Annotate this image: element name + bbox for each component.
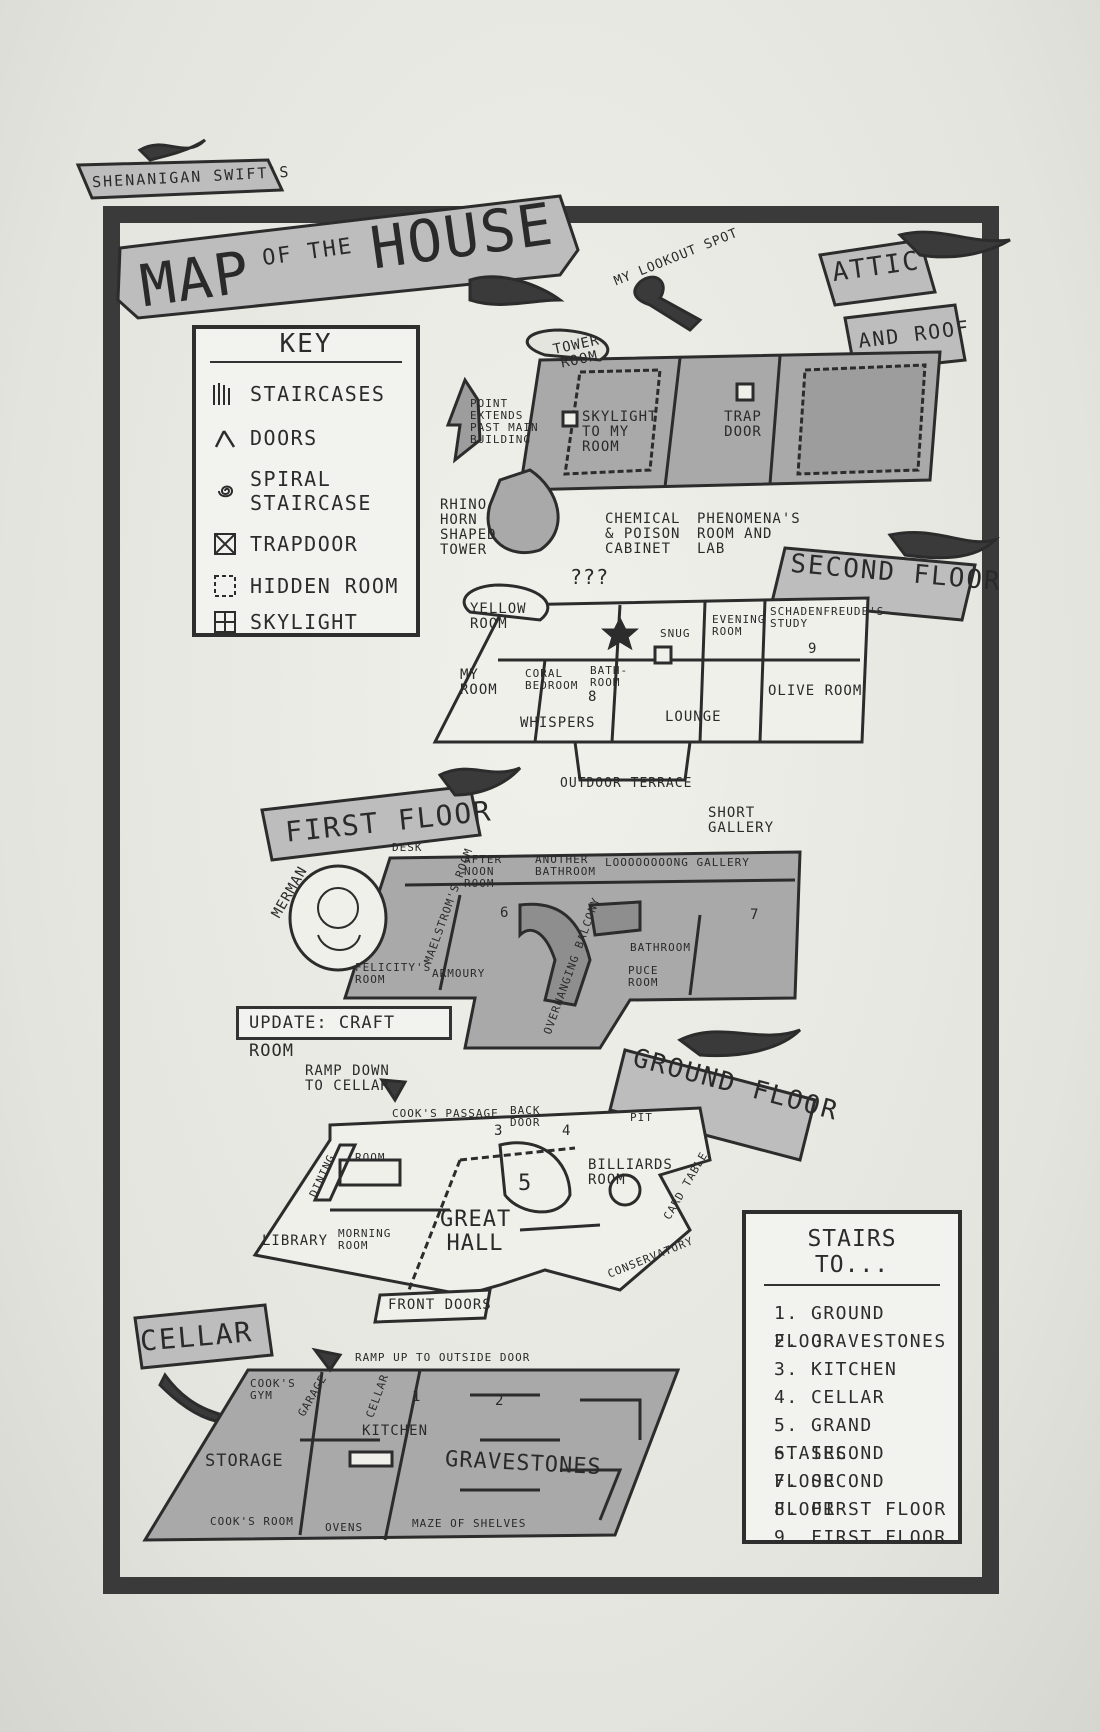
room-room: ROOM [355, 1151, 386, 1164]
key-label: SKYLIGHT [250, 610, 359, 634]
room-coral: CORAL BEDROOM [525, 667, 579, 692]
ground-floor-banner [608, 1028, 817, 1162]
question-marks: ??? [570, 565, 610, 589]
cellar-plan [142, 1347, 681, 1542]
room-cooks-room: COOK'S ROOM [210, 1515, 294, 1528]
key-label: DOORS [250, 426, 318, 450]
stairs-to-list: 1. GROUND FLOOR 2. GRAVESTONES 3. KITCHE… [774, 1300, 958, 1552]
stairs-to-item: 1. GROUND FLOOR [774, 1303, 886, 1352]
room-back-door: BACK DOOR [510, 1104, 541, 1129]
front-doors-label: FRONT DOORS [388, 1297, 492, 1313]
ramp-down-label: RAMP DOWN TO CELLAR [305, 1063, 390, 1094]
stairs-to-item: 5. GRAND STAIRS [774, 1415, 873, 1464]
stair-number-1: 1 [412, 1389, 422, 1405]
room-pit: PIT [630, 1111, 653, 1124]
room-morning: MORNING ROOM [338, 1227, 392, 1252]
stair-number-9: 9 [808, 641, 818, 657]
room-evening: EVENING ROOM [712, 613, 766, 638]
key-row-hidden-room: HIDDEN ROOM [210, 571, 399, 601]
first-floor-banner [260, 766, 522, 862]
stair-number-2: 2 [495, 1393, 505, 1409]
room-short-gallery: SHORT GALLERY [708, 805, 775, 836]
key-row-skylight: SKYLIGHT [210, 607, 358, 637]
room-bathroom-2f: BATH- ROOM [590, 664, 629, 689]
trapdoor-icon [214, 533, 236, 555]
chemical-cabinet-label: CHEMICAL & POISON CABINET [605, 511, 681, 557]
room-puce: PUCE ROOM [628, 964, 659, 989]
key-row-trapdoor: TRAPDOOR [210, 529, 358, 559]
second-floor-plan [432, 583, 870, 782]
stairs-to-item: 8. FIRST FLOOR [774, 1499, 947, 1520]
stair-number-4: 4 [562, 1123, 572, 1139]
room-great-hall: GREAT HALL [440, 1207, 512, 1256]
room-afternoon: AFTER NOON ROOM [464, 853, 503, 890]
room-outdoor-terrace: OUTDOOR TERRACE [560, 776, 693, 791]
hidden-room-icon [214, 575, 236, 597]
staircase-icon [213, 383, 230, 405]
key-label: HIDDEN ROOM [250, 574, 399, 598]
door-icon [214, 430, 236, 448]
stairs-to-item: 4. CELLAR [774, 1387, 886, 1408]
room-my-room: MY ROOM [460, 667, 498, 698]
stairs-to-item: 3. KITCHEN [774, 1359, 898, 1380]
skylight-label: SKYLIGHT TO MY ROOM [582, 409, 658, 455]
stair-number-8: 8 [588, 689, 598, 705]
attic-plan [445, 275, 942, 555]
key-label: STAIRCASES [250, 382, 386, 406]
ground-floor-plan [252, 1078, 712, 1324]
room-desk: DESK [392, 841, 423, 854]
stairs-to-title: STAIRS TO... [764, 1226, 940, 1286]
room-maze: MAZE OF SHELVES [412, 1517, 527, 1530]
stairs-to-item: 2. GRAVESTONES [774, 1331, 947, 1352]
phenomena-room-label: PHENOMENA'S ROOM AND LAB [697, 511, 801, 557]
room-bathroom-1f: BATHROOM [630, 941, 691, 954]
stair-number-5: 5 [518, 1171, 533, 1196]
stairs-to-item: 6. SECOND FLOOR [774, 1443, 886, 1492]
stairs-to-legend: STAIRS TO... 1. GROUND FLOOR 2. GRAVESTO… [742, 1210, 962, 1548]
room-yellow: YELLOW ROOM [470, 601, 527, 632]
trap-door-label: TRAP DOOR [724, 409, 762, 440]
room-ovens: OVENS [325, 1521, 364, 1534]
rhino-tower-label: RHINO HORN SHAPED TOWER [440, 497, 497, 558]
key-label: TRAPDOOR [250, 532, 359, 556]
key-label: SPIRAL STAIRCASE [250, 467, 372, 515]
stairs-to-item: 9. FIRST FLOOR [774, 1527, 947, 1548]
room-armoury: ARMOURY [432, 967, 486, 980]
skylight-icon [214, 611, 236, 633]
title-banner [75, 138, 580, 320]
key-title: KEY [210, 329, 402, 363]
first-floor-plan [288, 850, 802, 1050]
craft-room-update: UPDATE: CRAFT ROOM [236, 1006, 452, 1061]
key-row-doors: DOORS [210, 423, 318, 453]
room-felicity: FELICITY'S ROOM [355, 961, 432, 986]
room-cooks-gym: COOK'S GYM [250, 1377, 296, 1402]
room-schadenfreude: SCHADENFREUDE'S STUDY [770, 605, 885, 630]
map-key: KEY STAIRCASES DOORS SPIRAL STAIRCASE TR… [192, 325, 420, 637]
room-long-gallery: LOOOOOOOONG GALLERY [605, 856, 750, 869]
room-lounge: LOUNGE [665, 709, 722, 725]
room-cooks-passage: COOK'S PASSAGE [392, 1107, 499, 1120]
room-library: LIBRARY [262, 1233, 329, 1249]
key-row-staircases: STAIRCASES [210, 379, 385, 409]
room-whispers: WHISPERS [520, 715, 596, 731]
room-snug: SNUG [660, 627, 691, 640]
stair-number-6: 6 [500, 905, 510, 921]
room-billiards: BILLIARDS ROOM [588, 1157, 673, 1188]
point-note-label: POINT EXTENDS PAST MAIN BUILDING [470, 397, 539, 446]
room-kitchen: KITCHEN [362, 1423, 429, 1439]
key-row-spiral: SPIRAL STAIRCASE [210, 467, 410, 515]
stair-number-7: 7 [750, 907, 760, 923]
ramp-up-label: RAMP UP TO OUTSIDE DOOR [355, 1351, 531, 1364]
room-olive: OLIVE ROOM [768, 683, 863, 699]
spiral-staircase-icon [218, 485, 234, 498]
stairs-to-item: 7. SECOND FLOOR [774, 1471, 886, 1520]
room-storage: STORAGE [205, 1451, 284, 1471]
stair-number-3: 3 [494, 1123, 504, 1139]
room-another-bathroom: ANOTHER BATHROOM [535, 853, 596, 878]
